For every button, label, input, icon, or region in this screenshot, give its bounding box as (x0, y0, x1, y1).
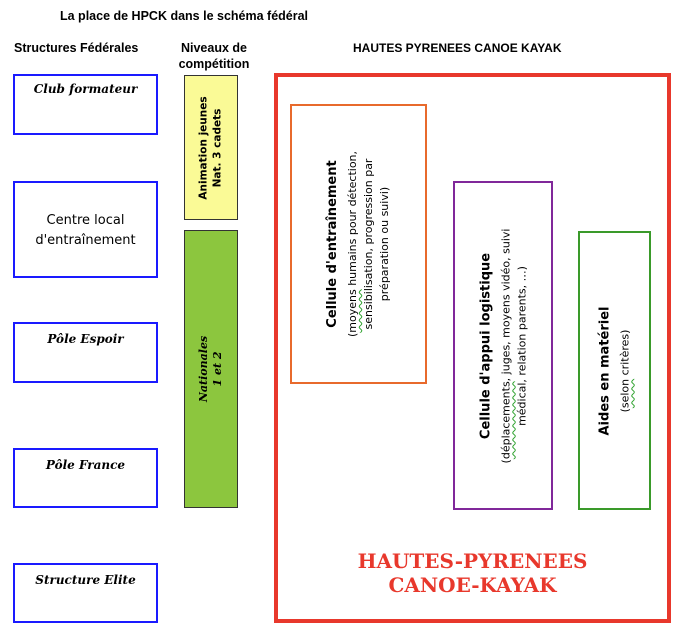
header-niveaux-line2: compétition (178, 57, 250, 71)
level-animation-jeunes: Animation jeunes Nat. 3 cadets (184, 75, 238, 220)
structure-espoir-label: Pôle Espoir (47, 332, 124, 346)
structure-france-label: Pôle France (45, 458, 126, 472)
cell-entrainement-line2: sensibilisation, progression par (362, 158, 376, 330)
hpck-big-label-line1: HAUTES-PYRENEES (357, 549, 588, 573)
structure-centre-line1: Centre local (46, 213, 125, 228)
header-niveaux: Niveaux de compétition (170, 40, 258, 72)
hpck-big-label: HAUTES-PYRENEES CANOE-KAYAK (278, 549, 667, 597)
level-animation-line2: Nat. 3 cadets (212, 108, 225, 187)
page-title: La place de HPCK dans le schéma fédéral (60, 9, 309, 23)
structure-elite: Structure Elite (13, 563, 158, 623)
cell-entrainement: Cellule d'entraînement (moyens humains p… (290, 104, 427, 384)
structure-club-formateur: Club formateur (13, 74, 158, 135)
cell-entrainement-line1: (moyens humains pour détection, (346, 150, 360, 338)
level-animation-line1: Animation jeunes (198, 95, 211, 200)
structure-pole-espoir: Pôle Espoir (13, 322, 158, 383)
structure-centre-label: Centre local d'entraînement (15, 211, 156, 251)
cell-materiel: Aides en matériel (selon critères) (578, 231, 651, 510)
structure-centre-local: Centre local d'entraînement (13, 181, 158, 278)
header-structures: Structures Fédérales (14, 41, 139, 55)
cell-logistique-title: Cellule d'appui logistique (478, 252, 494, 439)
level-nationales: Nationales 1 et 2 (184, 230, 238, 508)
level-nationales-line1: Nationales (197, 335, 210, 403)
cell-materiel-line1: (selon critères) (618, 329, 632, 412)
cell-logistique: Cellule d'appui logistique (déplacements… (453, 181, 553, 510)
hpck-big-label-line2: CANOE-KAYAK (388, 573, 557, 597)
hpck-frame (274, 73, 671, 623)
cell-logistique-line1: (déplacements, juges, moyens vidéo, suiv… (499, 228, 513, 463)
header-niveaux-line1: Niveaux de (180, 41, 247, 55)
level-nationales-line2: 1 et 2 (211, 351, 224, 387)
structure-elite-label: Structure Elite (35, 573, 136, 587)
cell-logistique-line2: médical, relation parents, …) (515, 265, 529, 426)
cell-entrainement-line3: préparation ou suivi) (378, 186, 392, 302)
structure-centre-line2: d'entraînement (35, 233, 136, 248)
structure-pole-france: Pôle France (13, 448, 158, 508)
cell-materiel-title: Aides en matériel (597, 306, 613, 435)
structure-club-label: Club formateur (33, 82, 138, 96)
header-hpck: HAUTES PYRENEES CANOE KAYAK (353, 41, 562, 55)
cell-entrainement-title: Cellule d'entraînement (325, 160, 341, 328)
